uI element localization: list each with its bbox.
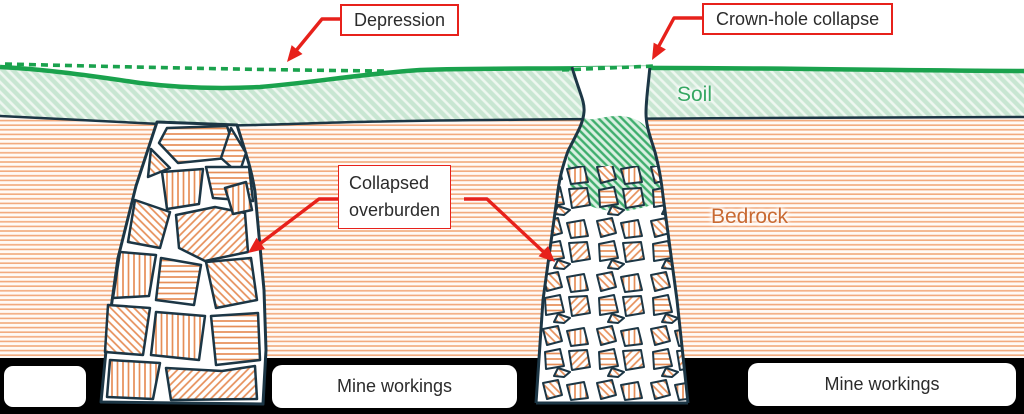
mine-workings-label-right: Mine workings bbox=[824, 374, 940, 394]
original-ground-dashed-lines bbox=[4, 62, 656, 73]
collapsed-overburden-line2: overburden bbox=[349, 200, 441, 220]
collapsed-arrowhead-right bbox=[538, 245, 555, 262]
ground-surface-line bbox=[0, 64, 1024, 91]
crown-hole-arrowhead bbox=[652, 42, 666, 60]
soil-layer bbox=[0, 64, 1024, 127]
soil-body bbox=[0, 67, 1024, 126]
collapsed-arrowhead-left bbox=[248, 237, 265, 253]
collapsed-arrow-right bbox=[464, 197, 552, 260]
collapsed-column-left bbox=[99, 120, 268, 406]
soil-bedrock-interface-line bbox=[0, 114, 1024, 127]
mine-workings-label-left: Mine workings bbox=[336, 376, 453, 396]
funnel-left-edge bbox=[534, 66, 586, 404]
mine-workings-box-right: Mine workings bbox=[748, 363, 1016, 406]
crown-hole-callout: Crown-hole collapse bbox=[702, 3, 894, 36]
callout-arrows bbox=[248, 16, 702, 262]
depression-callout: Depression bbox=[340, 4, 460, 37]
rock-blocks bbox=[103, 124, 262, 402]
mine-void-box bbox=[4, 366, 86, 407]
crown-hole-column bbox=[534, 65, 690, 405]
collapsed-overburden-callout: Collapsed overburden bbox=[338, 165, 452, 229]
mine-workings-box-left: Mine workings bbox=[272, 365, 517, 408]
funnel-right-edge bbox=[644, 65, 690, 404]
collapsed-arrow-left bbox=[251, 197, 338, 251]
bedrock-label: Bedrock bbox=[711, 205, 789, 228]
crown-hole-arrow bbox=[652, 16, 702, 56]
depression-callout-text: Depression bbox=[354, 10, 446, 30]
depression-arrowhead bbox=[287, 45, 303, 62]
soil-label: Soil bbox=[677, 83, 713, 106]
crown-hole-dashed-line bbox=[561, 64, 656, 72]
crown-hole-callout-text: Crown-hole collapse bbox=[716, 9, 880, 29]
rubble-fill bbox=[536, 166, 688, 403]
depression-dashed-line bbox=[4, 62, 389, 73]
collapsed-overburden-line1: Collapsed bbox=[349, 173, 430, 193]
depression-arrow bbox=[288, 17, 340, 60]
